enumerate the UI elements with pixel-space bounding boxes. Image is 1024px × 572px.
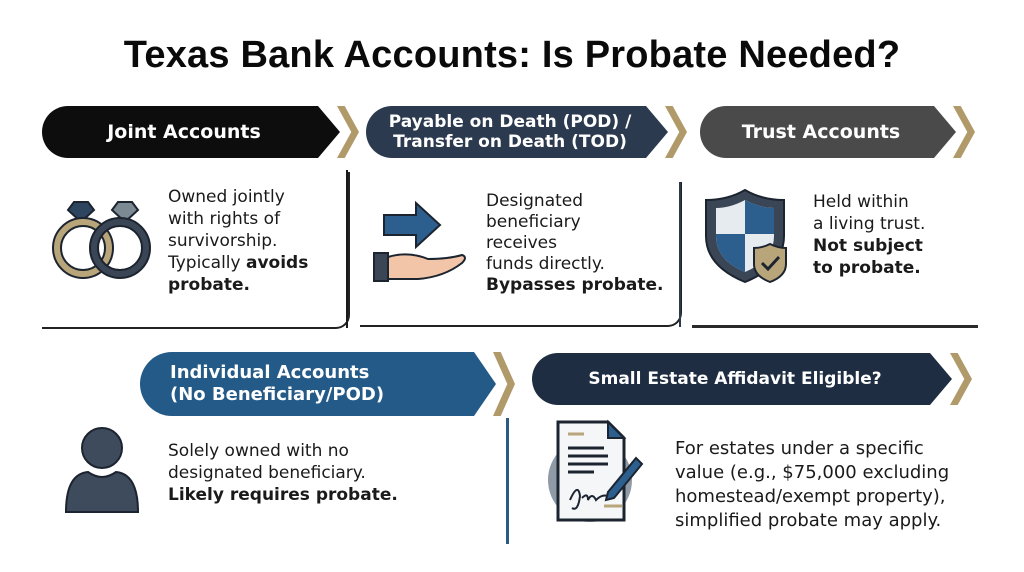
pod-description: Designated beneficiary receives funds di…	[486, 191, 664, 295]
chevron-icon	[493, 352, 515, 416]
individual-accounts-header: Individual Accounts(No Beneficiary/POD)	[140, 352, 496, 416]
small-estate-left-divider	[506, 418, 509, 544]
pod-card-left-divider	[346, 170, 348, 328]
trust-card-left-divider	[679, 182, 681, 327]
joint-accounts-header: Joint Accounts	[42, 106, 340, 158]
joint-card-border	[42, 172, 350, 329]
individual-description: Solely owned with no designated benefici…	[168, 441, 398, 505]
chevron-icon	[337, 106, 359, 158]
shield-check-icon	[705, 188, 787, 284]
pod-tod-header: Payable on Death (POD) /Transfer on Deat…	[366, 106, 668, 158]
wedding-rings-icon	[52, 201, 151, 279]
hand-receiving-arrow-icon	[373, 200, 466, 282]
chevron-icon	[953, 106, 975, 158]
joint-description: Owned jointly with rights of survivorshi…	[168, 187, 309, 295]
trust-card-bottom-line	[692, 325, 978, 328]
trust-description: Held within a living trust. Not subject …	[813, 192, 926, 278]
pod-card-border	[360, 182, 682, 327]
small-estate-description: For estates under a specific value (e.g.…	[675, 438, 950, 531]
trust-accounts-header: Trust Accounts	[700, 106, 956, 158]
chevron-icon	[950, 353, 972, 405]
chevron-icon	[665, 106, 687, 158]
page-title: Texas Bank Accounts: Is Probate Needed?	[123, 34, 901, 76]
person-icon	[64, 427, 140, 513]
small-estate-header: Small Estate Affidavit Eligible?	[532, 353, 952, 405]
signed-document-icon	[548, 419, 644, 522]
